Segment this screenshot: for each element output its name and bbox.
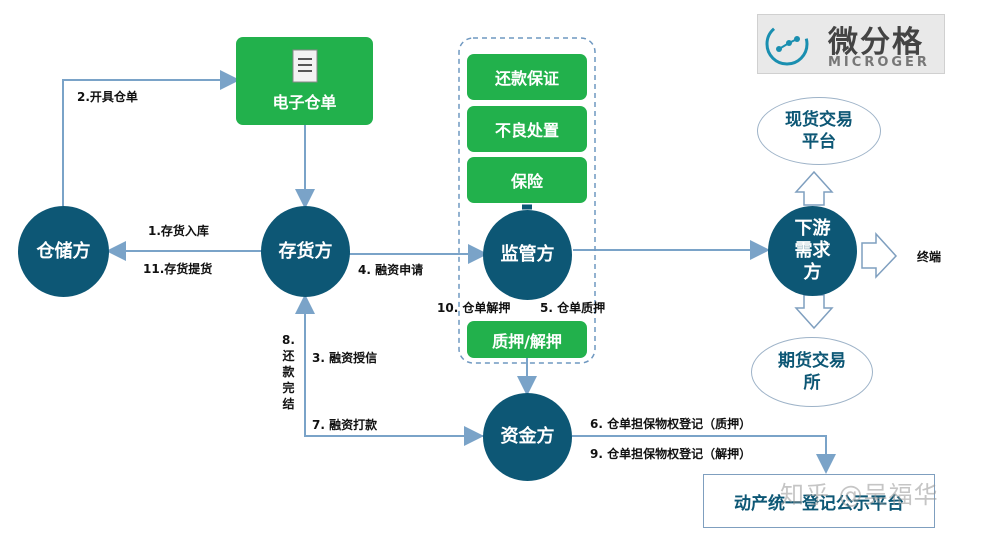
label-receipt-pledge: 5. 仓单质押: [540, 301, 606, 315]
e-receipt-label: 电子仓单: [272, 93, 337, 112]
label-repay-complete: 8. 还 款 完 结: [282, 333, 295, 411]
supervisor-node: 监管方: [483, 210, 572, 300]
pledge-box: 质押/解押: [467, 321, 587, 358]
insurance-box: 保险: [467, 157, 587, 203]
funder-node: 资金方: [483, 393, 572, 481]
right-arrow-icon: [861, 232, 898, 279]
up-arrow-icon: [794, 170, 834, 206]
label-register-release: 9. 仓单担保物权登记（解押）: [590, 447, 752, 461]
label-disburse: 7. 融资打款: [312, 418, 378, 432]
downstream-node: 下游需求方: [768, 206, 857, 296]
label-deposit: 1.存货入库: [148, 224, 209, 238]
label-credit: 3. 融资授信: [312, 351, 378, 365]
label-register-pledge: 6. 仓单担保物权登记（质押）: [590, 417, 752, 431]
disposal-box: 不良处置: [467, 106, 587, 152]
down-arrow-icon: [794, 294, 834, 330]
label-receipt-release: 10. 仓单解押: [437, 301, 511, 315]
warehouse-node: 仓储方: [18, 206, 109, 297]
label-issue-receipt: 2.开具仓单: [77, 90, 138, 104]
brand-logo: 微分格 MICROGER: [757, 14, 945, 74]
logo-mark-icon: [765, 22, 809, 66]
e-receipt-box: 电子仓单: [236, 37, 373, 125]
label-finance-apply: 4. 融资申请: [358, 263, 424, 277]
document-icon: [292, 49, 317, 83]
futures-exchange-oval: 期货交易所: [751, 337, 873, 407]
watermark: 知乎 @吴福华: [780, 481, 939, 509]
depositor-node: 存货方: [261, 206, 350, 297]
repay-guarantee-box: 还款保证: [467, 54, 587, 100]
logo-text-en: MICROGER: [828, 55, 930, 70]
spot-trading-oval: 现货交易平台: [757, 97, 881, 165]
label-pickup: 11.存货提货: [143, 262, 213, 276]
terminal-label: 终端: [917, 250, 942, 264]
logo-text-cn: 微分格: [828, 25, 924, 60]
registration-platform-box: 动产统一登记公示平台: [703, 474, 935, 528]
